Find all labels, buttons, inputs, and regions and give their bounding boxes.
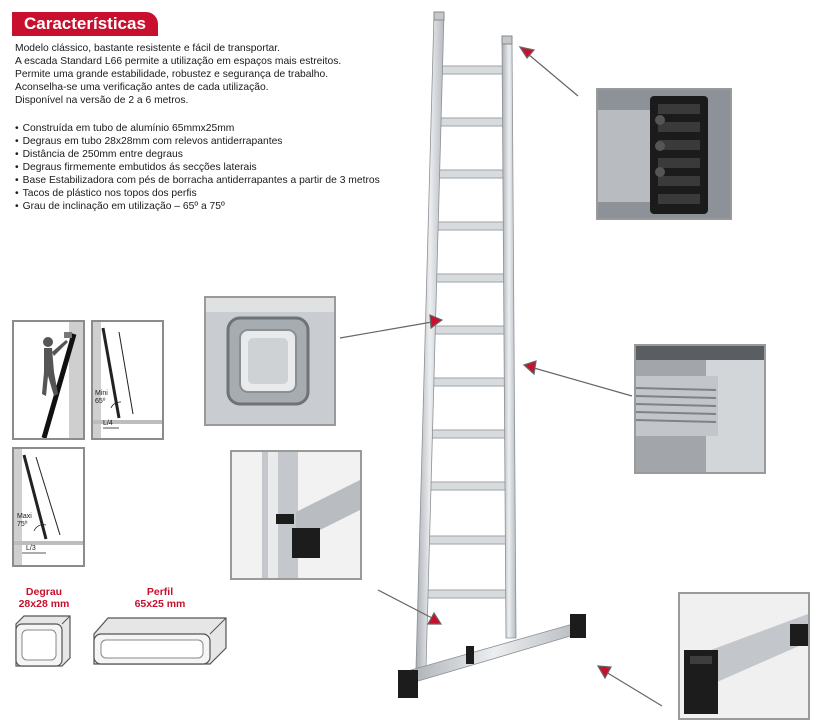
feature-item: Degraus em tubo 28x28mm com relevos anti… xyxy=(15,135,435,148)
description-line: Modelo clássico, bastante resistente e f… xyxy=(15,43,280,54)
feature-item: Base Estabilizadora com pés de borracha … xyxy=(15,174,435,187)
rung-profile-icon xyxy=(15,615,71,667)
rung-joint-photo xyxy=(634,344,766,474)
angle-diagram-graphic xyxy=(93,322,162,438)
rail-cap-icon xyxy=(232,452,360,578)
feature-item: Tacos de plástico nos topos dos perfis xyxy=(15,187,435,200)
rail-profile-size: 65x25 mm xyxy=(134,598,186,610)
max-angle-value: 75º xyxy=(17,521,28,528)
rail-profile-icon xyxy=(93,617,227,665)
min-angle-value: 65º xyxy=(95,398,106,405)
feature-item: Degraus firmemente embutidos ás secções … xyxy=(15,161,435,174)
rail-profile-label: Perfil 65x25 mm xyxy=(110,586,210,610)
min-ratio-label: L/4 xyxy=(103,420,113,427)
rung-joint-icon xyxy=(636,346,764,472)
feature-item: Construída em tubo de alumínio 65mmx25mm xyxy=(15,122,435,135)
rung-profile-label: Degrau 28x28 mm xyxy=(12,586,76,610)
ladder-image xyxy=(398,11,586,698)
max-angle-label: Maxi xyxy=(17,513,32,520)
base-foot-icon xyxy=(680,594,808,718)
base-foot-photo xyxy=(678,592,810,720)
rubber-foot-icon xyxy=(598,90,730,218)
rung-profile-size: 28x28 mm xyxy=(18,598,70,610)
usage-illustration xyxy=(12,320,85,440)
description-line: A escada Standard L66 permite a utilizaç… xyxy=(15,56,342,67)
rail-cap-photo xyxy=(230,450,362,580)
angle-diagram-graphic xyxy=(14,449,83,565)
description-line: Aconselha-se uma verificação antes de ca… xyxy=(15,82,269,93)
rung-section-icon xyxy=(206,298,334,424)
description-line: Permite uma grande estabilidade, robuste… xyxy=(15,69,329,80)
description-line: Disponível na versão de 2 a 6 metros. xyxy=(15,95,189,106)
feature-item: Distância de 250mm entre degraus xyxy=(15,148,435,161)
max-ratio-label: L/3 xyxy=(26,545,36,552)
climber-icon xyxy=(41,322,83,438)
max-angle-diagram: Maxi 75º L/3 xyxy=(12,447,85,567)
rung-profile-name: Degrau xyxy=(25,586,63,598)
rubber-foot-photo xyxy=(596,88,732,220)
rail-profile-name: Perfil xyxy=(146,586,174,598)
feature-item: Grau de inclinação em utilização – 65º a… xyxy=(15,200,435,213)
rung-section-photo xyxy=(204,296,336,426)
feature-list: Construída em tubo de alumínio 65mmx25mm… xyxy=(15,122,435,213)
product-description: Modelo clássico, bastante resistente e f… xyxy=(15,42,435,107)
section-title: Características xyxy=(12,12,158,36)
min-angle-label: Mini xyxy=(95,390,108,397)
min-angle-diagram: Mini 65º L/4 xyxy=(91,320,164,440)
